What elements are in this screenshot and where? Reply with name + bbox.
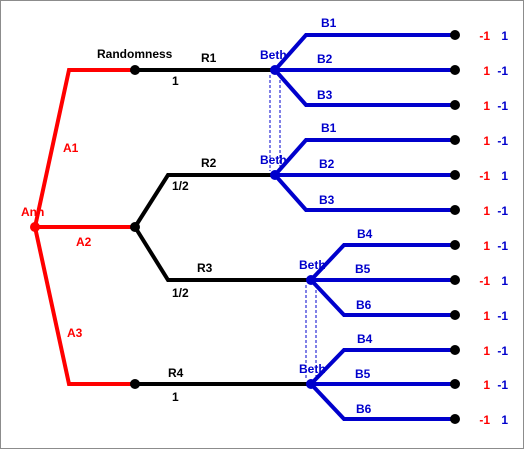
payoff-ann: 1 <box>483 344 490 358</box>
move-label-r4: R4 <box>168 366 184 380</box>
payoff-beth: -1 <box>497 309 508 323</box>
move-label-b5: B5 <box>355 367 371 381</box>
probability-r3: 1/2 <box>172 286 189 300</box>
move-label-b2: B2 <box>319 157 335 171</box>
payoff-ann: 1 <box>483 309 490 323</box>
move-label-b2: B2 <box>317 52 333 66</box>
payoff-beth: 1 <box>501 413 508 427</box>
move-label-b6: B6 <box>356 298 372 312</box>
beth-node <box>306 379 316 389</box>
payoff-beth: -1 <box>497 99 508 113</box>
edge-b6-lowmid <box>309 278 455 317</box>
payoff-ann: 1 <box>483 64 490 78</box>
payoff-beth: -1 <box>497 378 508 392</box>
terminal-node <box>450 100 460 110</box>
terminal-node <box>450 135 460 145</box>
terminal-node <box>450 30 460 40</box>
move-label-a2: A2 <box>76 235 92 249</box>
move-label-r2: R2 <box>201 156 217 170</box>
edge-a1 <box>33 68 135 228</box>
move-label-a3: A3 <box>67 326 83 340</box>
edge-b4-bottom <box>309 348 455 386</box>
edge-b1-mid <box>273 138 455 177</box>
edge-b6-bottom <box>309 382 455 421</box>
ann-label: Ann <box>21 205 44 219</box>
payoff-beth: -1 <box>497 344 508 358</box>
payoff-beth: -1 <box>497 64 508 78</box>
randomness-label: Randomness <box>97 47 173 61</box>
move-label-b3: B3 <box>319 193 335 207</box>
terminal-node <box>450 310 460 320</box>
move-label-b1: B1 <box>321 16 337 30</box>
payoff-ann: 1 <box>483 378 490 392</box>
move-label-r3: R3 <box>197 261 213 275</box>
beth-label: Beth <box>260 153 287 167</box>
probability-r1: 1 <box>172 74 179 88</box>
terminal-node <box>450 170 460 180</box>
payoff-ann: 1 <box>483 134 490 148</box>
terminal-node <box>450 414 460 424</box>
edge-b3-mid <box>273 173 455 212</box>
move-label-b6: B6 <box>356 402 372 416</box>
payoff-ann: -1 <box>479 29 490 43</box>
probability-r2: 1/2 <box>172 179 189 193</box>
move-label-b4: B4 <box>357 227 373 241</box>
payoff-beth: 1 <box>501 169 508 183</box>
edge-b4-lowmid <box>309 243 455 282</box>
move-label-b5: B5 <box>355 262 371 276</box>
move-label-b4: B4 <box>357 332 373 346</box>
chance-node <box>130 379 140 389</box>
chance-node <box>130 222 140 232</box>
beth-node <box>306 275 316 285</box>
edge-r3 <box>133 225 311 282</box>
move-label-a1: A1 <box>63 141 79 155</box>
terminal-node <box>450 379 460 389</box>
edge-r2 <box>133 173 275 229</box>
terminal-node <box>450 65 460 75</box>
terminal-node <box>450 205 460 215</box>
terminal-node <box>450 275 460 285</box>
edge-a3 <box>33 226 135 386</box>
terminal-node <box>450 345 460 355</box>
payoff-beth: -1 <box>497 204 508 218</box>
edge-b3-top <box>273 68 455 107</box>
probability-r4: 1 <box>172 390 179 404</box>
payoff-beth: -1 <box>497 239 508 253</box>
beth-label: Beth <box>299 362 326 376</box>
payoff-list: -1 1 1 -1 1 -1 1 -1 -1 1 1 -1 1 -1 -1 1 … <box>479 29 508 427</box>
payoff-beth: 1 <box>501 29 508 43</box>
move-label-b1: B1 <box>321 121 337 135</box>
ann-node <box>30 222 40 232</box>
payoff-ann: 1 <box>483 239 490 253</box>
move-label-b3: B3 <box>317 88 333 102</box>
payoff-ann: 1 <box>483 204 490 218</box>
payoff-ann: -1 <box>479 413 490 427</box>
payoff-beth: -1 <box>497 134 508 148</box>
move-label-r1: R1 <box>201 51 217 65</box>
edge-b1-top <box>273 33 455 72</box>
beth-label: Beth <box>260 48 287 62</box>
beth-label: Beth <box>299 258 326 272</box>
beth-node <box>270 65 280 75</box>
payoff-beth: 1 <box>501 274 508 288</box>
beth-node <box>270 170 280 180</box>
chance-node <box>130 65 140 75</box>
payoff-ann: -1 <box>479 169 490 183</box>
payoff-ann: -1 <box>479 274 490 288</box>
terminal-node <box>450 240 460 250</box>
payoff-ann: 1 <box>483 99 490 113</box>
